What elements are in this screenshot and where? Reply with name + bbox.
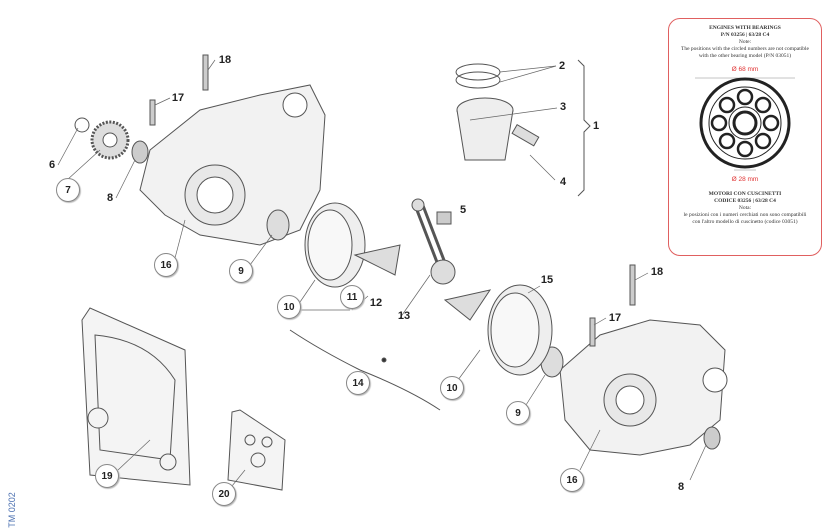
note-it-text: le posizioni con i numeri cerchiati non … [683, 212, 807, 225]
callout-8-right: 8 [677, 481, 685, 493]
note-it-code: CODICE 03256 | 63/28 C4 [714, 198, 776, 204]
inner-diameter: Ø 28 mm [731, 176, 759, 183]
callout-16-right: 16 [560, 468, 584, 492]
note-it-label: Nota: [738, 205, 752, 211]
callout-8-left: 8 [106, 192, 114, 204]
reference-dot [381, 357, 387, 363]
note-en-label: Note: [738, 39, 752, 45]
leader-lines [57, 59, 707, 487]
gasket-kit [81, 307, 191, 486]
bearing-left [266, 209, 290, 241]
drawing-code: TM 0202 [6, 492, 17, 528]
callout-7: 7 [56, 178, 80, 202]
callout-11: 11 [340, 285, 364, 309]
crank-half-left [304, 202, 366, 288]
oil-seal [131, 140, 149, 164]
callout-9-left: 9 [229, 259, 253, 283]
note-en-code: P/N 03256 | 63/28 C4 [720, 32, 770, 38]
callout-1: 1 [592, 120, 600, 132]
left-crankcase-half [139, 84, 326, 246]
stud-right-17 [589, 317, 596, 347]
callout-3: 3 [559, 101, 567, 113]
bearing-icon [695, 77, 795, 171]
piston-pin [511, 123, 540, 147]
callout-2: 2 [558, 60, 566, 72]
callout-10-right: 10 [440, 376, 464, 400]
right-crankcase-half [559, 319, 728, 456]
piston [456, 97, 514, 161]
callout-14: 14 [346, 371, 370, 395]
callout-5: 5 [459, 204, 467, 216]
callout-9-right: 9 [506, 401, 530, 425]
needle-bearing [436, 211, 452, 225]
callout-18-left: 18 [218, 54, 232, 66]
callout-15: 15 [540, 274, 554, 286]
callout-4: 4 [559, 176, 567, 188]
callout-17-right: 17 [608, 312, 622, 324]
bearing-note-box: ENGINES WITH BEARINGS P/N 03256 | 63/28 … [668, 18, 822, 256]
connecting-rod [413, 202, 449, 271]
callout-6: 6 [48, 159, 56, 171]
callout-13: 13 [397, 310, 411, 322]
oil-seal-right [703, 426, 721, 450]
callout-18-right: 18 [650, 266, 664, 278]
circlip [74, 117, 90, 133]
callout-16-left: 16 [154, 253, 178, 277]
stud-left-18 [202, 54, 209, 91]
gear [90, 120, 130, 160]
note-it-title: MOTORI CON CUSCINETTI [708, 191, 782, 197]
crank-half-right [487, 284, 553, 376]
callout-10-left: 10 [277, 295, 301, 319]
counterweight-insert [353, 244, 492, 321]
callout-17-left: 17 [171, 92, 185, 104]
note-en-text: The positions with the circled numbers a… [681, 46, 809, 59]
callout-19: 19 [95, 464, 119, 488]
bracket-14 [289, 329, 441, 411]
stud-right-18 [629, 264, 636, 306]
callout-20: 20 [212, 482, 236, 506]
outer-diameter: Ø 68 mm [731, 66, 759, 73]
seal-kit [227, 409, 286, 491]
callout-12: 12 [369, 297, 383, 309]
bracket-1 [577, 59, 591, 197]
note-en-title: ENGINES WITH BEARINGS [709, 25, 781, 31]
stud-left-17 [149, 99, 156, 126]
